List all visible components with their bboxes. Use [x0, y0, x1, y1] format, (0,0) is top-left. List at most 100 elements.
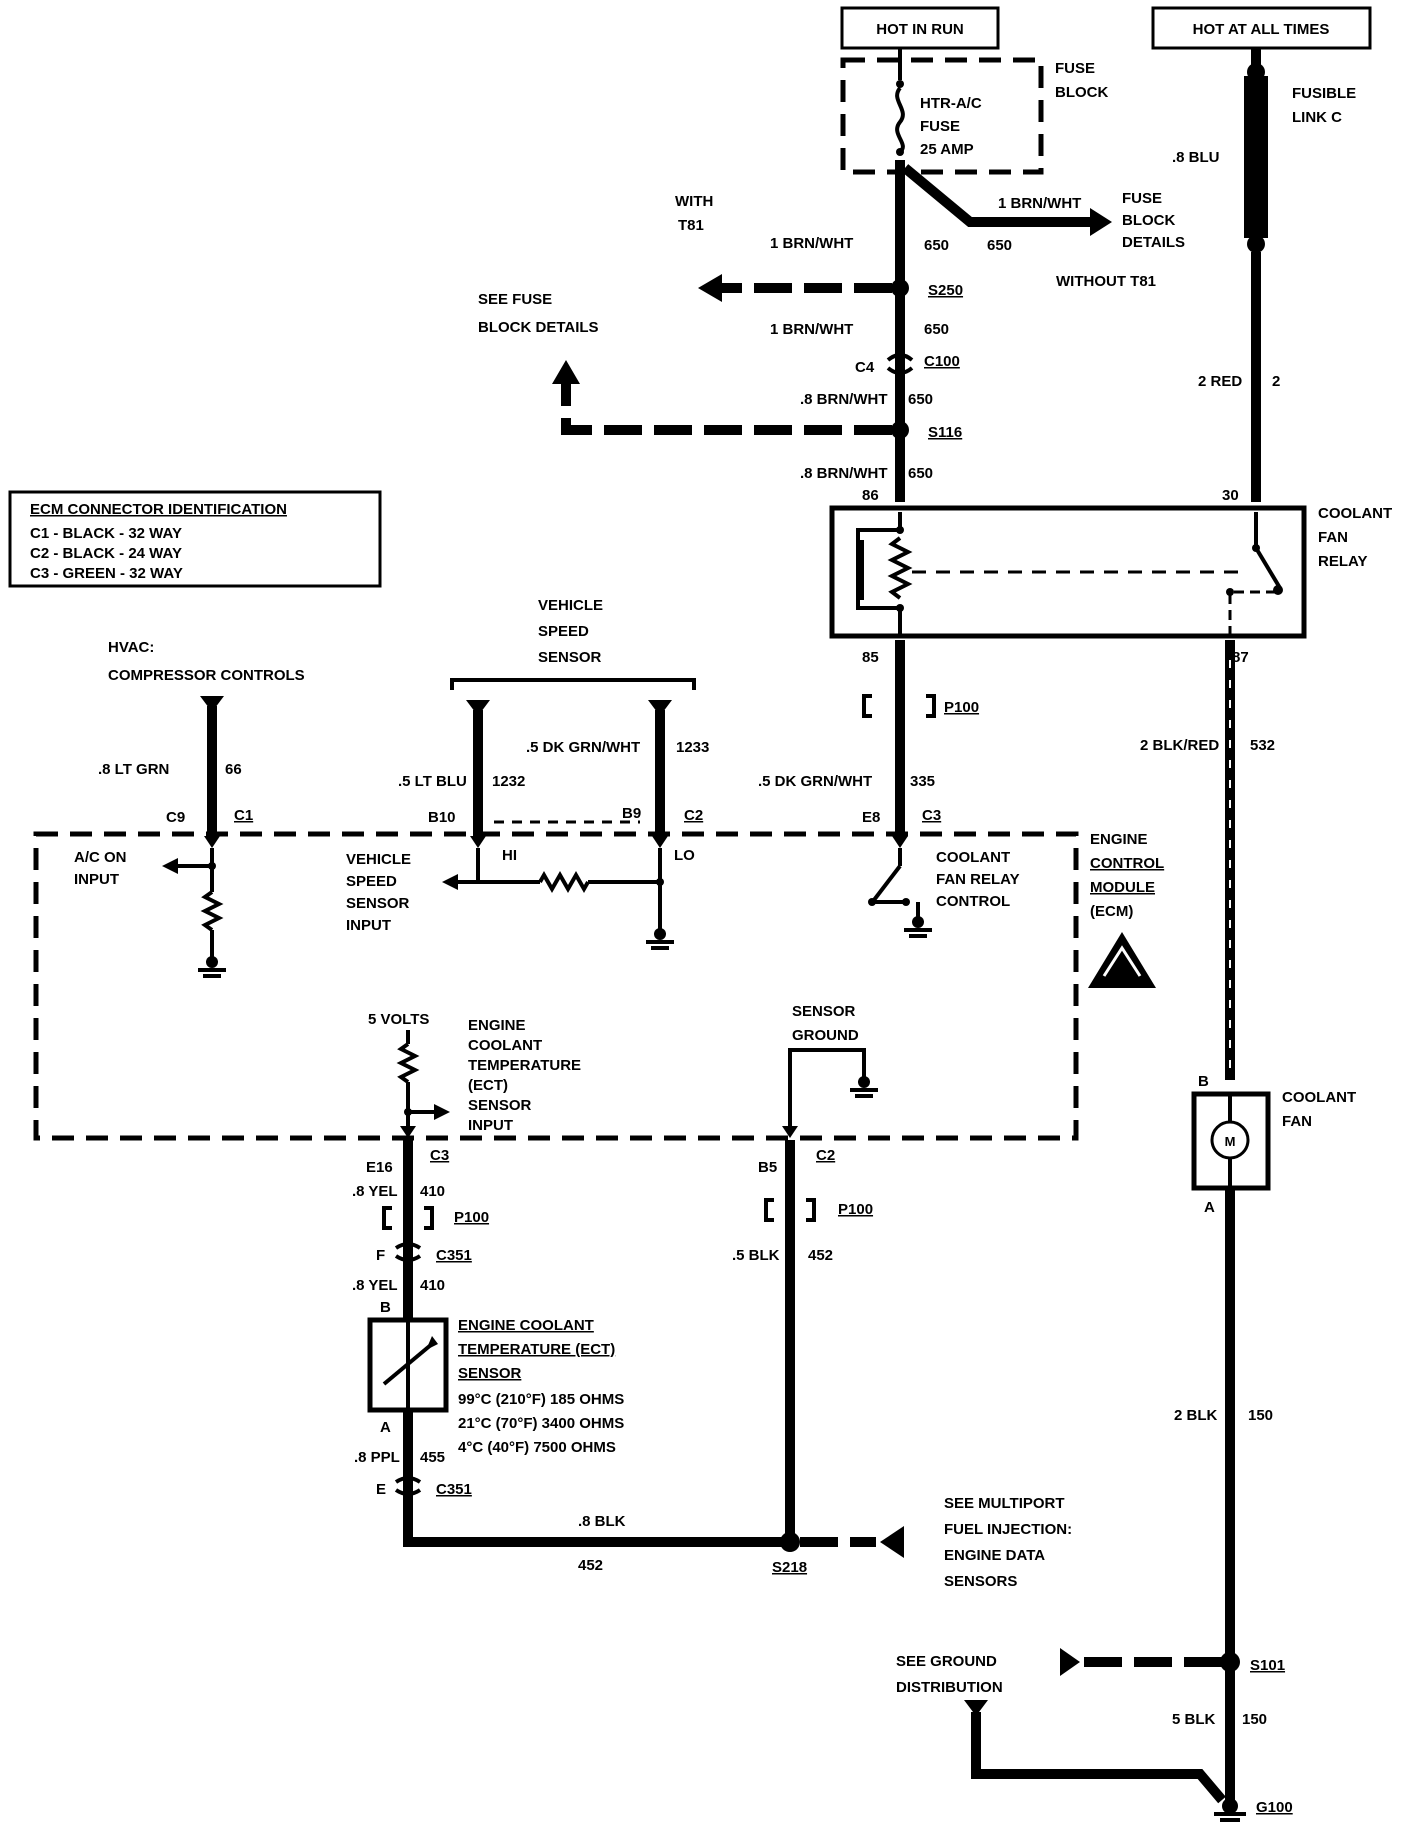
w650-c100-gauge: .8 BRN/WHT: [800, 391, 888, 408]
ect-input-3: TEMPERATURE: [468, 1057, 581, 1074]
ecm-label-3: MODULE: [1090, 879, 1155, 896]
fusible-link-label-1: FUSIBLE: [1292, 85, 1356, 102]
hot-at-all-times-box: HOT AT ALL TIMES: [1151, 6, 1372, 50]
ground-icon-cfr: [904, 916, 932, 938]
w532-gauge: 2 BLK/RED: [1140, 737, 1219, 754]
ecm-id-row-1: C1 - BLACK - 32 WAY: [30, 525, 182, 542]
e-label: E: [376, 1481, 386, 1498]
ground-icon-vss: [646, 928, 674, 950]
hi-label: HI: [502, 847, 517, 864]
w1233-circuit: 1233: [676, 739, 709, 756]
ecm-id-row-3: C3 - GREEN - 32 WAY: [30, 565, 183, 582]
c1-label: C1: [234, 807, 253, 824]
fuse-name-2: FUSE: [920, 118, 960, 135]
cfr-control-1: COOLANT: [936, 849, 1010, 866]
c2-label-b9: C2: [684, 807, 703, 824]
cfr-label-3: RELAY: [1318, 553, 1367, 570]
pin87-label: 87: [1232, 649, 1249, 666]
w2-circuit: 2: [1272, 373, 1280, 390]
w650-mid-circuit: 650: [924, 321, 949, 338]
see-ground-1: SEE GROUND: [896, 1653, 997, 1670]
s116-arrow: [552, 360, 580, 384]
motor-symbol: M: [1225, 1134, 1236, 1149]
w452-circuit: 452: [808, 1247, 833, 1264]
ect-sensor-1: ENGINE COOLANT: [458, 1317, 594, 1334]
ect-input-2: COOLANT: [468, 1037, 542, 1054]
see-mpfi-4: SENSORS: [944, 1573, 1017, 1590]
s101-label: S101: [1250, 1657, 1285, 1674]
see-ground-2: DISTRIBUTION: [896, 1679, 1003, 1696]
circuit-410: E16 C3 .8 YEL 410 P100 F C351 .8 YEL 410…: [352, 1140, 489, 1318]
ecm-label-1: ENGINE: [1090, 831, 1148, 848]
ecm-id-row-2: C2 - BLACK - 24 WAY: [30, 545, 182, 562]
with-t81-2: T81: [678, 217, 704, 234]
hot-at-all-times-label: HOT AT ALL TIMES: [1193, 21, 1330, 38]
s250-label: S250: [928, 282, 963, 299]
coolant-fan-1: COOLANT: [1282, 1089, 1356, 1106]
w650-s116-gauge: .8 BRN/WHT: [800, 465, 888, 482]
w410b-circuit: 410: [420, 1277, 445, 1294]
b10-label: B10: [428, 809, 456, 826]
w452-gauge: .5 BLK: [732, 1247, 780, 1264]
w335-gauge: .5 DK GRN/WHT: [758, 773, 872, 790]
see-mpfi-1: SEE MULTIPORT: [944, 1495, 1065, 1512]
cfr-label-1: COOLANT: [1318, 505, 1392, 522]
fuse-terminal-top: [896, 80, 904, 88]
circuit-452: B5 C2 P100 .5 BLK 452 S218 SEE MULTIPORT…: [732, 1140, 1072, 1590]
w650-right-circuit: 650: [987, 237, 1012, 254]
pin86-label: 86: [862, 487, 879, 504]
a-label-fan: A: [1204, 1199, 1215, 1216]
without-t81-label: WITHOUT T81: [1056, 273, 1156, 290]
s116-label: S116: [928, 424, 962, 441]
ect-value-3: 4°C (40°F) 7500 OHMS: [458, 1439, 616, 1456]
c4-label: C4: [855, 359, 875, 376]
fuse-block-details-3: DETAILS: [1122, 234, 1185, 251]
ect-sensor-2: TEMPERATURE (ECT): [458, 1341, 615, 1358]
vehicle-speed-sensor: VEHICLE SPEED SENSOR .5 LT BLU 1232 .5 D…: [398, 597, 709, 836]
f-label: F: [376, 1247, 385, 1264]
circuit-2: 2 RED 2: [1198, 252, 1280, 502]
ecm-id-title: ECM CONNECTOR IDENTIFICATION: [30, 501, 287, 518]
pin85-label: 85: [862, 649, 879, 666]
engine-control-module: ENGINE CONTROL MODULE (ECM) A/C ON INPUT…: [33, 831, 1164, 1141]
w2-gauge: 2 RED: [1198, 373, 1242, 390]
ecm-label-2: CONTROL: [1090, 855, 1164, 872]
c9-label: C9: [166, 809, 185, 826]
relay-switch: [1254, 546, 1282, 590]
ground-icon-ac: [198, 956, 226, 978]
sensor-ground-1: SENSOR: [792, 1003, 856, 1020]
circuit-335: P100 .5 DK GRN/WHT 335 E8 C3: [758, 640, 979, 836]
pin30-label: 30: [1222, 487, 1239, 504]
circuit-650: 1 BRN/WHT 650 FUSE BLOCK DETAILS WITHOUT…: [478, 160, 1185, 502]
fuse-block-details-arrow: [1090, 208, 1112, 236]
ect-input-6: INPUT: [468, 1117, 513, 1134]
ground-g100-icon: [1214, 1798, 1246, 1822]
c351-label-f: C351: [436, 1247, 472, 1264]
splice-s116: [891, 421, 909, 439]
e16-label: E16: [366, 1159, 393, 1176]
w410a-gauge: .8 YEL: [352, 1183, 398, 1200]
splice-s250: [891, 279, 909, 297]
w452-bottom-circuit: 452: [578, 1557, 603, 1574]
ect-value-1: 99°C (210°F) 185 OHMS: [458, 1391, 624, 1408]
vss-label-2: SPEED: [538, 623, 589, 640]
fuse-block-details-1: FUSE: [1122, 190, 1162, 207]
circuit-66: HVAC: COMPRESSOR CONTROLS .8 LT GRN 66 C…: [98, 639, 305, 836]
relay-coil: [887, 536, 913, 600]
w410a-circuit: 410: [420, 1183, 445, 1200]
vss-input-1: VEHICLE: [346, 851, 411, 868]
w1232-gauge: .5 LT BLU: [398, 773, 467, 790]
w66-circuit: 66: [225, 761, 242, 778]
e8-label: E8: [862, 809, 880, 826]
esd-warning-icon: [1088, 932, 1156, 988]
vss-input-3: SENSOR: [346, 895, 410, 912]
vss-label-1: VEHICLE: [538, 597, 603, 614]
ect-value-2: 21°C (70°F) 3400 OHMS: [458, 1415, 624, 1432]
ect-input-4: (ECT): [468, 1077, 508, 1094]
with-t81-1: WITH: [675, 193, 713, 210]
circuit-150: 2 BLK 150 S101 SEE GROUND DISTRIBUTION 5…: [896, 1190, 1293, 1822]
see-mpfi-3: ENGINE DATA: [944, 1547, 1045, 1564]
w66-gauge: .8 LT GRN: [98, 761, 169, 778]
fuse-block-label-1: FUSE: [1055, 60, 1095, 77]
